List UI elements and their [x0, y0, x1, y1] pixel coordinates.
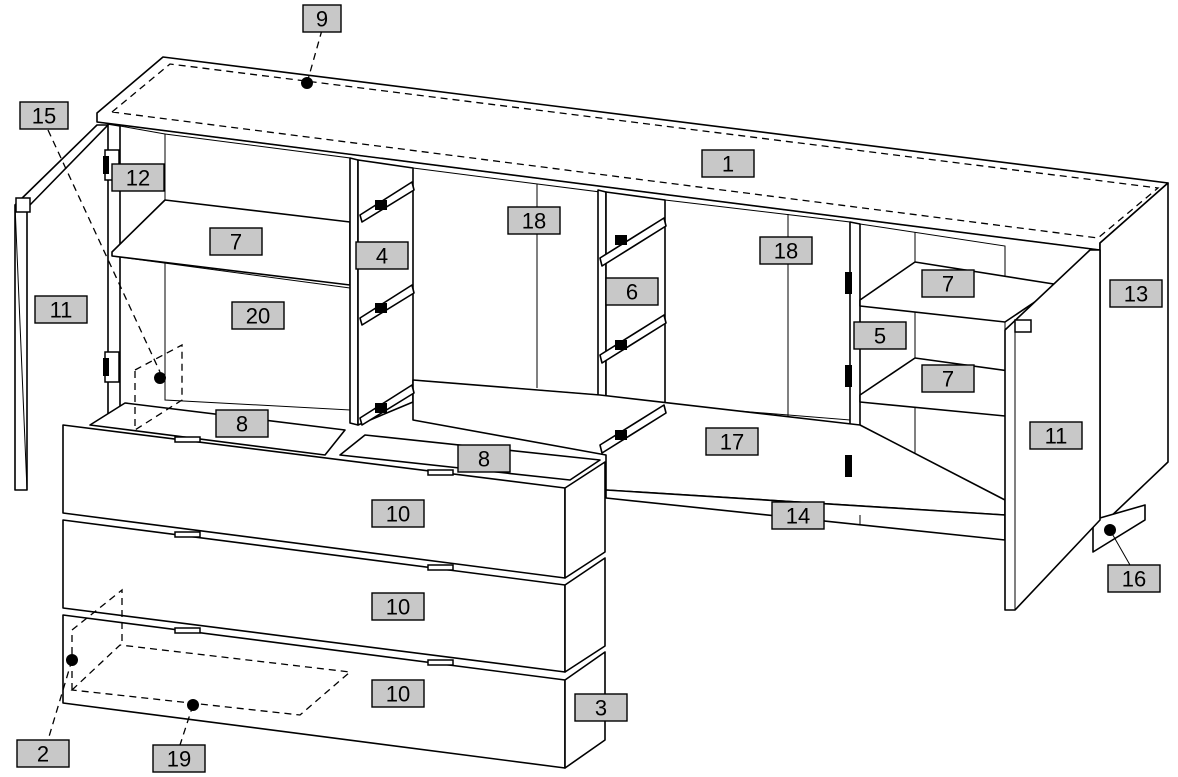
- part-label-9: 9: [302, 4, 342, 33]
- drawer-front-middle-side: [564, 557, 606, 673]
- middle-back-left: [412, 167, 601, 396]
- drawer-runners-left: [359, 181, 415, 426]
- svg-text:8: 8: [478, 447, 490, 472]
- part-label-3: 3: [574, 693, 628, 722]
- svg-text:3: 3: [595, 696, 607, 721]
- left-door-hinge-cup: [15, 197, 31, 213]
- part-label-17: 17: [705, 427, 759, 456]
- svg-text:15: 15: [32, 104, 56, 129]
- svg-text:6: 6: [626, 280, 638, 305]
- hinge-bottom-left: [103, 351, 120, 383]
- svg-text:20: 20: [246, 304, 270, 329]
- middle-back-right: [664, 199, 851, 421]
- leader-lines: [47, 29, 1131, 746]
- svg-text:11: 11: [50, 298, 73, 323]
- svg-text:11: 11: [1045, 424, 1068, 449]
- part-label-8-left: 8: [215, 409, 269, 438]
- svg-text:10: 10: [386, 502, 410, 527]
- marker-dot-2: [66, 654, 78, 666]
- svg-text:13: 13: [1124, 282, 1148, 307]
- part-label-10-bottom: 10: [371, 679, 425, 708]
- hinge-low-right: [845, 455, 852, 477]
- svg-text:19: 19: [167, 747, 191, 772]
- part-label-6: 6: [605, 277, 659, 306]
- part-label-11-left: 11: [34, 295, 88, 324]
- drawer-runners-right: [599, 217, 667, 454]
- drawer-stack: [62, 402, 606, 769]
- part-label-20: 20: [231, 301, 285, 330]
- svg-text:10: 10: [386, 595, 410, 620]
- part-label-8-right: 8: [457, 444, 511, 473]
- part-label-1: 1: [701, 149, 755, 178]
- svg-text:10: 10: [386, 682, 410, 707]
- part-label-18-left: 18: [507, 206, 561, 235]
- svg-text:16: 16: [1122, 567, 1146, 592]
- part-label-2: 2: [16, 739, 70, 768]
- svg-text:5: 5: [874, 324, 886, 349]
- hinge-top-right: [845, 272, 852, 294]
- part-label-12: 12: [111, 163, 165, 192]
- marker-dot-9: [301, 77, 313, 89]
- svg-text:9: 9: [316, 7, 328, 32]
- right-door-hinge-cup: [1014, 319, 1032, 333]
- marker-dot-15: [154, 372, 166, 384]
- svg-text:8: 8: [236, 412, 248, 437]
- drawer-front-top-side: [564, 461, 606, 579]
- part-label-10-top: 10: [371, 499, 425, 528]
- svg-text:4: 4: [376, 244, 388, 269]
- svg-text:2: 2: [37, 742, 49, 767]
- part-label-18-right: 18: [759, 236, 813, 265]
- marker-dot-16: [1104, 524, 1116, 536]
- right-foot: [1092, 504, 1146, 553]
- part-label-14: 14: [771, 501, 825, 530]
- divider-panel-left: [349, 157, 359, 426]
- hidden-block-outline: [134, 343, 183, 432]
- part-label-7-right-upper: 7: [921, 269, 975, 298]
- svg-text:14: 14: [786, 504, 810, 529]
- svg-text:18: 18: [774, 239, 798, 264]
- part-label-7-left: 7: [209, 227, 263, 256]
- part-label-16: 16: [1107, 564, 1161, 593]
- svg-text:17: 17: [720, 430, 744, 455]
- part-label-15: 15: [19, 101, 69, 130]
- part-label-10-middle: 10: [371, 592, 425, 621]
- svg-text:7: 7: [942, 272, 954, 297]
- part-label-11-right: 11: [1029, 421, 1083, 450]
- svg-text:12: 12: [126, 166, 150, 191]
- part-label-7-right-lower: 7: [921, 364, 975, 393]
- part-label-13: 13: [1109, 279, 1163, 308]
- svg-text:7: 7: [230, 230, 242, 255]
- part-label-19: 19: [152, 744, 206, 773]
- svg-text:18: 18: [522, 209, 546, 234]
- hinge-bottom-right: [845, 365, 852, 387]
- top-edge-banding-outline: [110, 63, 1160, 239]
- part-label-4: 4: [355, 241, 409, 270]
- part-label-5: 5: [853, 321, 907, 350]
- right-side-panel: [1099, 182, 1169, 523]
- svg-text:7: 7: [942, 367, 954, 392]
- marker-dot-19: [187, 699, 199, 711]
- svg-text:1: 1: [722, 152, 734, 177]
